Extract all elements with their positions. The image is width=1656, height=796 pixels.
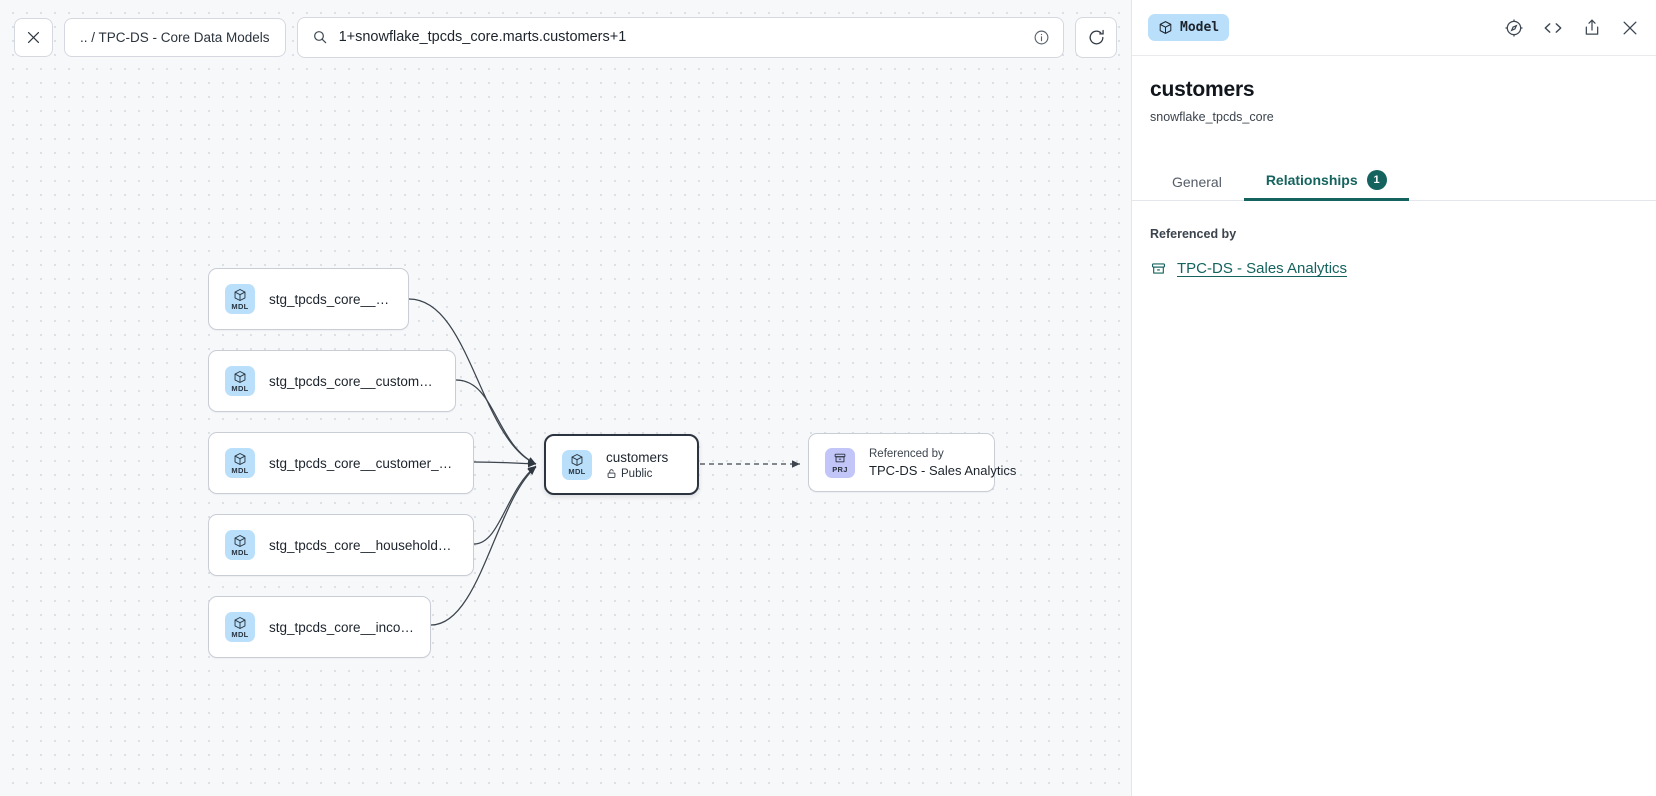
- badge-text: MDL: [231, 629, 249, 639]
- page-subtitle: snowflake_tpcds_core: [1150, 110, 1274, 124]
- resource-type-chip[interactable]: Model: [1148, 14, 1230, 41]
- model-type-badge: MDL: [225, 366, 255, 396]
- badge-text: MDL: [231, 301, 249, 311]
- project-type-badge: PRJ: [825, 447, 855, 478]
- cube-icon: [234, 534, 246, 547]
- model-type-badge: MDL: [225, 448, 255, 478]
- refresh-button[interactable]: [1075, 16, 1117, 58]
- relationships-section: Referenced by TPC-DS - Sales Analytics: [1132, 201, 1656, 277]
- project-icon: [1151, 263, 1166, 274]
- project-icon: [834, 453, 846, 463]
- badge-text: PRJ: [832, 465, 848, 475]
- graph-node[interactable]: MDL stg_tpcds_core__customer_address: [208, 350, 456, 412]
- badge-text: MDL: [231, 465, 249, 475]
- cube-icon: [234, 452, 246, 465]
- model-type-badge: MDL: [225, 612, 255, 642]
- details-panel: Model: [1131, 0, 1656, 796]
- node-access: Public: [606, 468, 668, 480]
- node-label: TPC-DS - Sales Analytics: [869, 462, 1017, 478]
- panel-body: customers snowflake_tpcds_core General R…: [1132, 56, 1656, 201]
- graph-node[interactable]: MDL stg_tpcds_core__customer: [208, 268, 409, 330]
- tab-count-badge: 1: [1366, 170, 1387, 190]
- share-icon[interactable]: [1582, 18, 1602, 38]
- graph-node[interactable]: MDL stg_tpcds_core__customer_demogra…: [208, 432, 474, 494]
- resource-type-label: Model: [1180, 20, 1220, 35]
- badge-text: MDL: [568, 467, 586, 477]
- node-label: customers: [606, 449, 669, 465]
- lineage-edges: [408, 298, 800, 626]
- model-type-badge: MDL: [562, 449, 592, 480]
- code-icon[interactable]: [1542, 17, 1564, 39]
- breadcrumb[interactable]: .. / TPC-DS - Core Data Models: [64, 17, 286, 57]
- lineage-search-box[interactable]: 1+snowflake_tpcds_core.marts.customers+1: [296, 16, 1064, 58]
- model-type-badge: MDL: [225, 284, 255, 314]
- close-icon[interactable]: [1620, 18, 1640, 38]
- node-text: stg_tpcds_core__customer_address: [269, 374, 439, 389]
- node-text: Referenced by TPC-DS - Sales Analytics: [869, 447, 1017, 478]
- refresh-icon: [1089, 29, 1104, 44]
- close-lineage-button[interactable]: [14, 17, 53, 57]
- search-icon: [313, 31, 326, 44]
- panel-tabs: General Relationships 1: [1132, 160, 1656, 201]
- badge-text: MDL: [231, 383, 249, 393]
- node-label: stg_tpcds_core__customer: [269, 291, 392, 307]
- tab-general[interactable]: General: [1150, 164, 1244, 201]
- cube-icon: [234, 616, 246, 629]
- breadcrumb-label: .. / TPC-DS - Core Data Models: [80, 29, 270, 45]
- cube-icon: [234, 370, 246, 383]
- search-input[interactable]: 1+snowflake_tpcds_core.marts.customers+1: [338, 29, 627, 45]
- node-label: stg_tpcds_core__income_band: [269, 619, 414, 635]
- model-type-badge: MDL: [225, 530, 255, 560]
- page-title: customers: [1150, 78, 1255, 101]
- node-label: stg_tpcds_core__customer_demogra…: [269, 455, 457, 471]
- section-label: Referenced by: [1150, 227, 1237, 241]
- tab-relationships[interactable]: Relationships 1: [1244, 160, 1409, 201]
- badge-text: MDL: [231, 547, 249, 557]
- info-circle-icon[interactable]: [1033, 29, 1050, 46]
- cube-icon: [571, 454, 583, 467]
- node-kicker: Referenced by: [869, 447, 944, 460]
- node-text: stg_tpcds_core__household_demogr…: [269, 538, 457, 553]
- cube-icon: [234, 288, 246, 301]
- tab-label: Relationships: [1265, 172, 1358, 188]
- close-icon: [27, 31, 40, 43]
- node-access-label: Public: [621, 467, 653, 480]
- cube-icon: [1159, 21, 1172, 34]
- graph-node-selected[interactable]: MDL customers Public: [544, 434, 699, 495]
- node-label: stg_tpcds_core__customer_address: [269, 373, 439, 389]
- graph-node[interactable]: MDL stg_tpcds_core__household_demogr…: [208, 514, 474, 576]
- node-text: customers Public: [606, 450, 668, 480]
- lineage-canvas[interactable]: .. / TPC-DS - Core Data Models 1+snowfla…: [0, 0, 1131, 796]
- panel-header: Model: [1132, 0, 1656, 56]
- related-project-link[interactable]: TPC-DS - Sales Analytics: [1177, 260, 1348, 277]
- lock-icon: [607, 469, 616, 478]
- list-item[interactable]: TPC-DS - Sales Analytics: [1150, 260, 1638, 277]
- tab-label: General: [1172, 174, 1222, 190]
- panel-actions: [1504, 17, 1640, 39]
- node-text: stg_tpcds_core__customer: [269, 292, 392, 307]
- graph-node-project[interactable]: PRJ Referenced by TPC-DS - Sales Analyti…: [808, 433, 1017, 492]
- node-text: stg_tpcds_core__customer_demogra…: [269, 456, 457, 471]
- node-label: stg_tpcds_core__household_demogr…: [269, 537, 457, 553]
- node-text: stg_tpcds_core__income_band: [269, 620, 414, 635]
- canvas-toolbar: .. / TPC-DS - Core Data Models 1+snowfla…: [0, 0, 1131, 74]
- graph-node[interactable]: MDL stg_tpcds_core__income_band: [208, 596, 431, 658]
- explore-compass-icon[interactable]: [1504, 18, 1524, 38]
